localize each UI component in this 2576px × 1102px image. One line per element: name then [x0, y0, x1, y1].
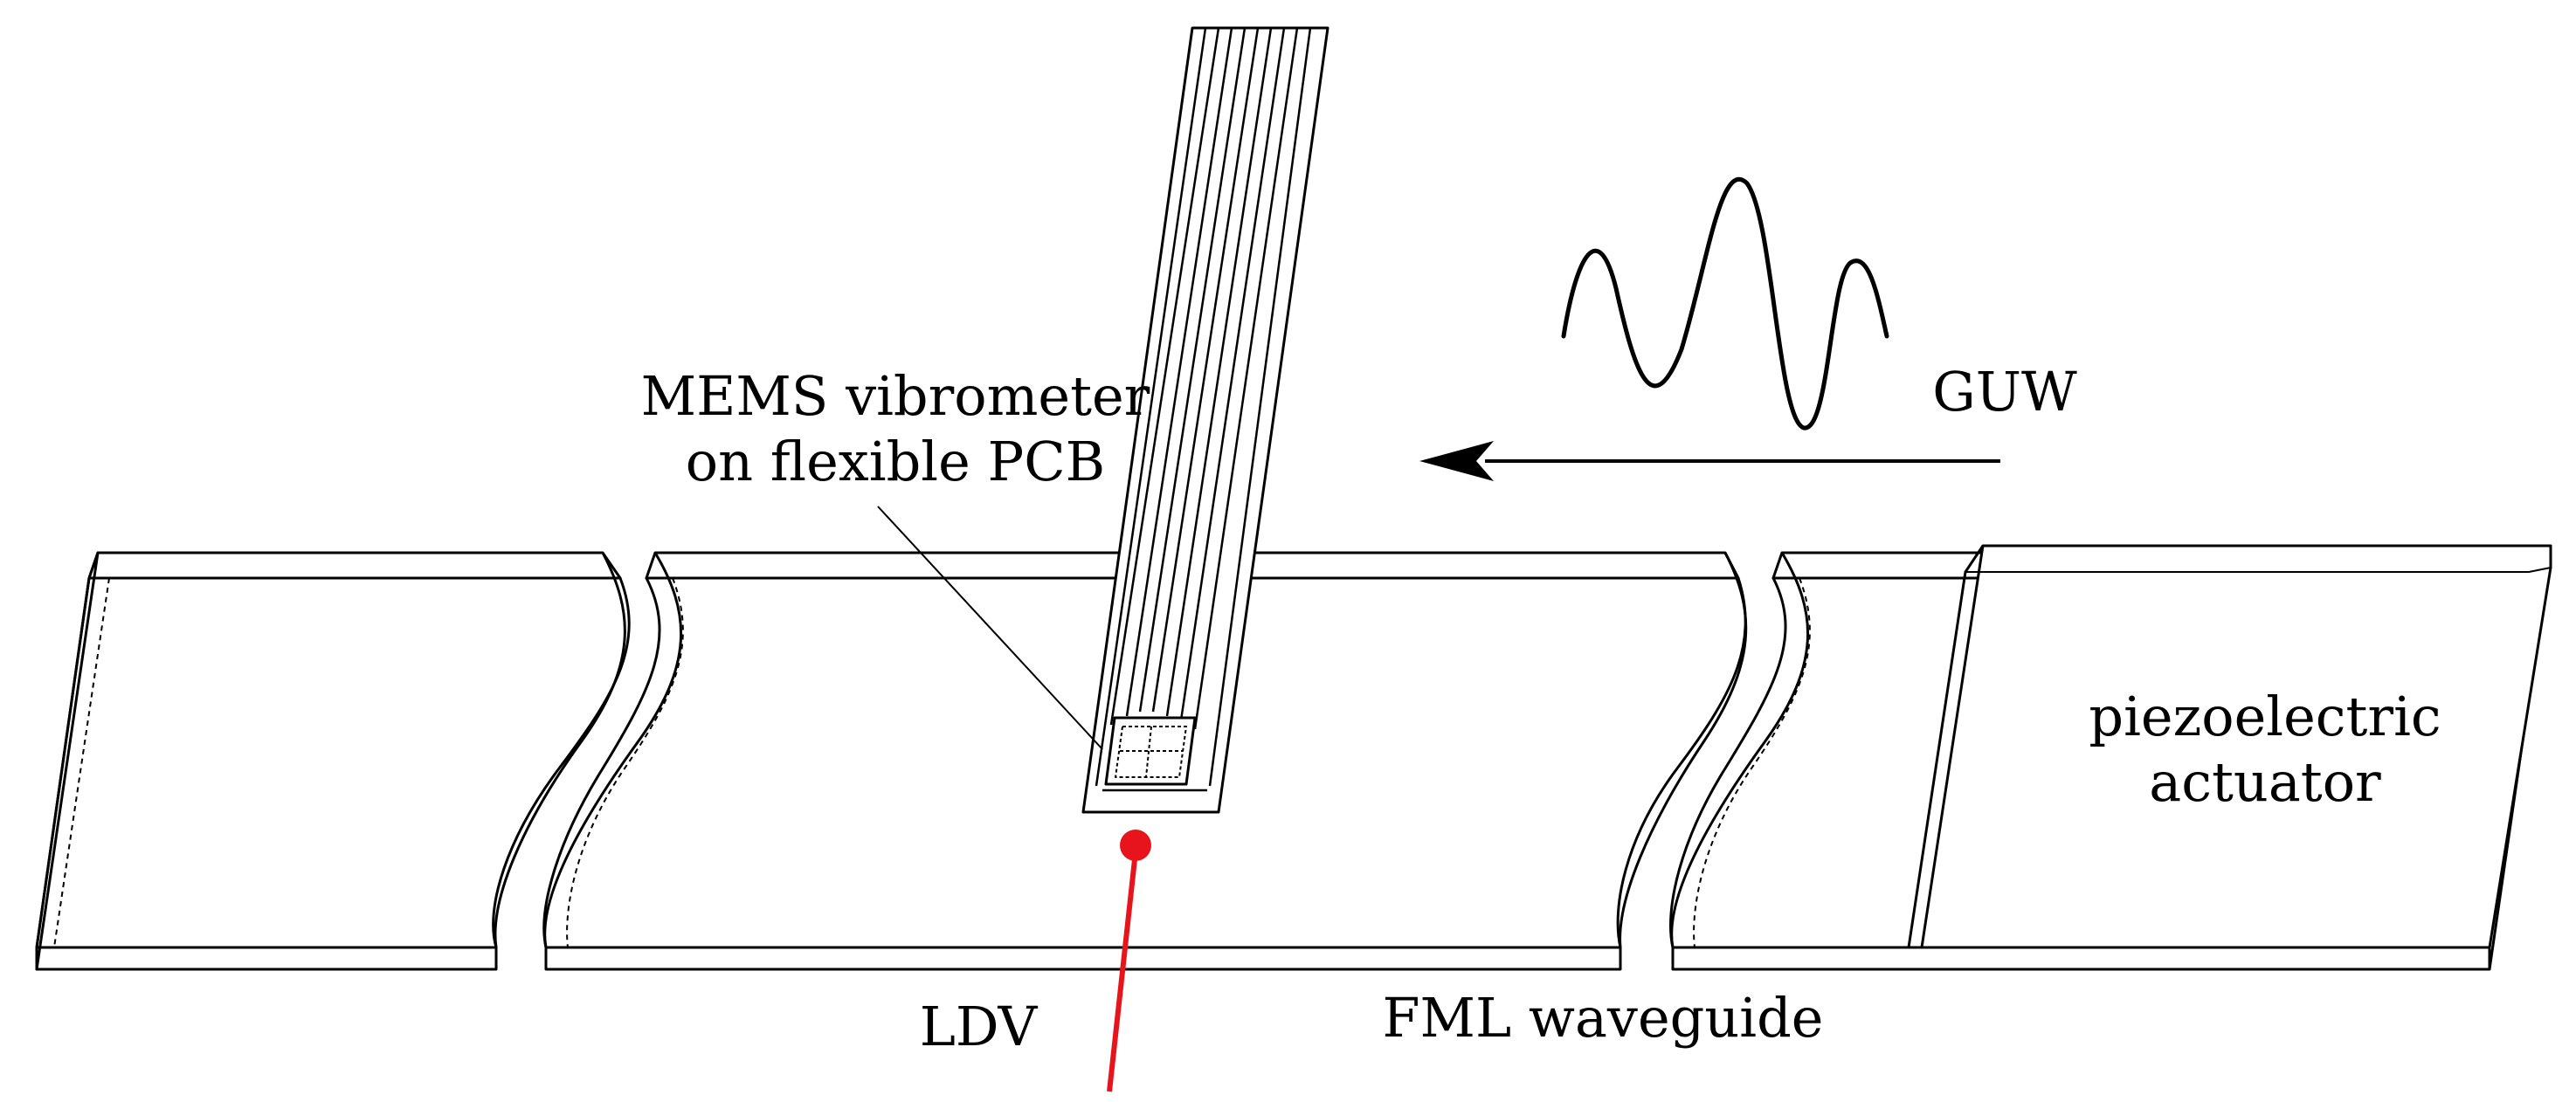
- mems-leader-line: [877, 506, 1103, 750]
- flexible-pcb: [1081, 26, 1329, 814]
- mems-label-line2: on flexible PCB: [686, 430, 1105, 493]
- laser-spot-icon: [1107, 830, 1151, 1092]
- waveguide-segment-left: [35, 551, 631, 971]
- piezo-actuator: [1907, 544, 2552, 949]
- arrow-left-icon: [1419, 441, 2000, 481]
- wave-packet-icon: [1561, 176, 1889, 430]
- piezo-label-line2: actuator: [2149, 750, 2381, 814]
- waveguide-label: FML waveguide: [1383, 986, 1824, 1050]
- piezo-label-line1: piezoelectric: [2089, 685, 2441, 748]
- ldv-label: LDV: [920, 995, 1039, 1058]
- guw-label: GUW: [1932, 360, 2077, 424]
- mems-label-line1: MEMS vibrometer: [641, 364, 1150, 428]
